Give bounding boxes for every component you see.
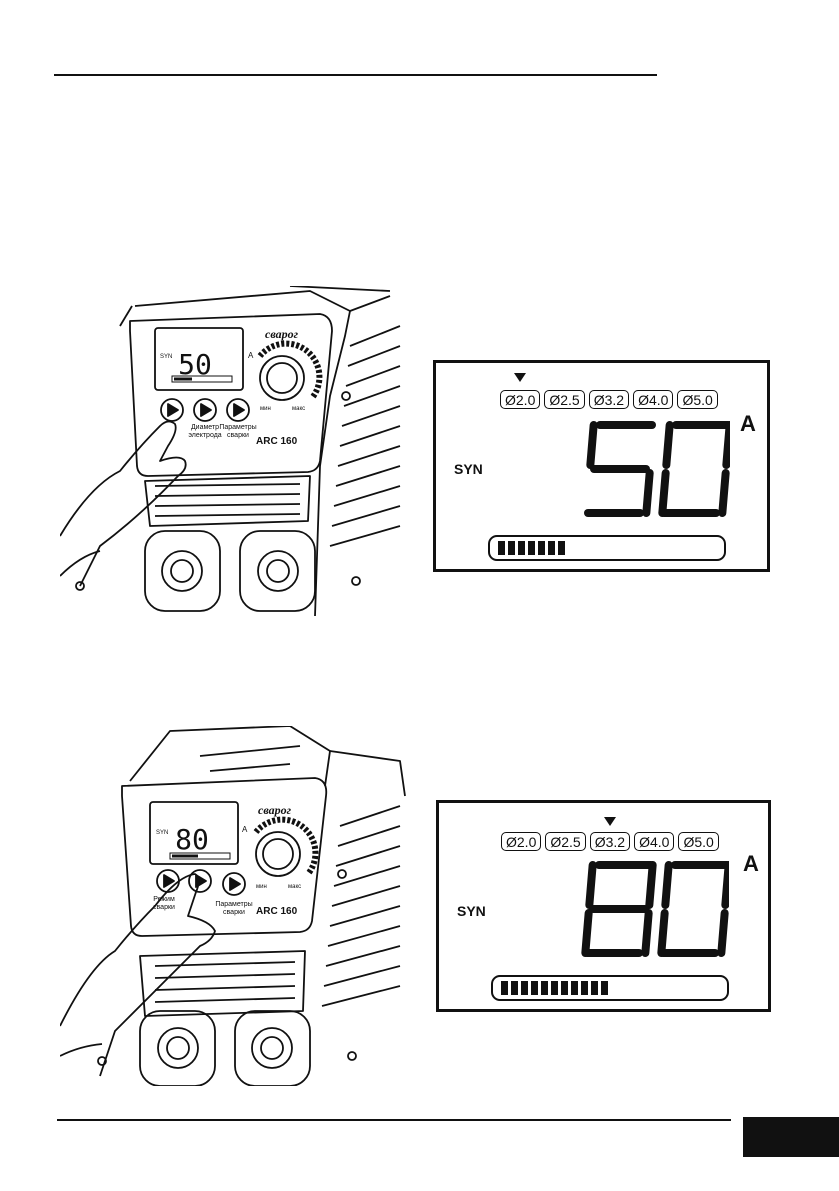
level-bar-segment [561, 981, 568, 995]
diameter-selector-marker [514, 373, 527, 382]
unit-label: A [743, 851, 759, 876]
svg-text:SYN: SYN [156, 830, 168, 836]
mini-lcd-value: 80 [175, 823, 209, 856]
svg-text:A: A [248, 351, 254, 360]
level-bar-segment [518, 541, 525, 555]
level-bar-segment [501, 981, 508, 995]
level-bar-segment [511, 981, 518, 995]
level-bar [491, 975, 729, 1001]
svg-text:мин: мин [256, 884, 267, 890]
svg-text:Параметры: Параметры [219, 424, 256, 431]
syn-label: SYN [454, 461, 483, 477]
level-bar-segment [521, 981, 528, 995]
digit-segment [662, 421, 674, 469]
diameter-option: Ø4.0 [633, 390, 674, 409]
current-value-display [584, 421, 730, 517]
welder-illustration-2: 80 A SYN сварог ARC 160 мин макс Режим с… [60, 726, 406, 1086]
diameter-option: Ø3.2 [588, 390, 630, 409]
level-bar-segment [548, 541, 555, 555]
digit-segment [658, 469, 670, 517]
level-bar-segment [591, 981, 598, 995]
unit-label: A [740, 411, 756, 436]
digit-segment [581, 909, 593, 957]
diameter-option: Ø3.2 [589, 832, 631, 851]
diameter-option: Ø4.0 [634, 832, 675, 851]
level-bar [488, 535, 726, 561]
svg-text:макс: макс [288, 884, 301, 890]
svg-text:сварки: сварки [223, 909, 245, 916]
lcd-panel-2: Ø2.0 Ø2.5 Ø3.2 Ø4.0 Ø5.0 A SYN 80 [436, 800, 771, 1012]
level-bar-segment [498, 541, 505, 555]
svg-text:электрода: электрода [188, 432, 221, 439]
level-bar-segment [551, 981, 558, 995]
digit-segment [722, 421, 730, 469]
diameter-option: Ø5.0 [677, 390, 718, 409]
level-bar-segment [571, 981, 578, 995]
svg-text:сварки: сварки [153, 904, 175, 911]
diameter-option: Ø5.0 [678, 832, 719, 851]
digit-segment [642, 469, 654, 517]
diameter-option: Ø2.5 [544, 390, 585, 409]
digit-segment [641, 909, 653, 957]
level-bar-segment [528, 541, 535, 555]
svg-text:сварог: сварог [265, 327, 299, 341]
svg-text:SYN: SYN [160, 354, 172, 360]
digit-segment [645, 861, 657, 909]
digit-segment [585, 861, 597, 909]
current-value-display [581, 861, 729, 957]
welder-illustration-1: 50 A SYN сварог ARC 160 мин макс Диаметр… [60, 286, 401, 616]
svg-text:мин: мин [260, 406, 271, 412]
header-rule [54, 74, 657, 76]
level-bar-segment [531, 981, 538, 995]
diameter-options: Ø2.0 Ø2.5 Ø3.2 Ø4.0 Ø5.0 [501, 832, 719, 851]
lcd-panel-1: Ø2.0 Ø2.5 Ø3.2 Ø4.0 Ø5.0 A SYN 50 [433, 360, 770, 572]
digit-segment [717, 909, 729, 957]
svg-text:Режим: Режим [153, 896, 175, 903]
diameter-option: Ø2.5 [545, 832, 586, 851]
svg-text:сварки: сварки [227, 432, 249, 439]
svg-text:A: A [242, 825, 248, 834]
model-label: ARC 160 [256, 436, 298, 447]
svg-text:Диаметр: Диаметр [191, 424, 219, 431]
svg-text:Параметры: Параметры [215, 901, 252, 908]
footer-rule [57, 1119, 731, 1121]
level-bar-segment [541, 981, 548, 995]
diameter-selector-marker [603, 817, 616, 826]
digit-segment [661, 861, 673, 909]
level-bar-segment [538, 541, 545, 555]
syn-label: SYN [457, 903, 486, 919]
svg-text:макс: макс [292, 406, 305, 412]
digit-segment [586, 421, 598, 469]
digit-segment [721, 861, 729, 909]
svg-text:сварог: сварог [258, 803, 292, 817]
level-bar-segment [581, 981, 588, 995]
diameter-option: Ø2.0 [500, 390, 541, 409]
model-label: ARC 160 [256, 906, 298, 917]
page-tab [743, 1117, 839, 1157]
level-bar-segment [558, 541, 565, 555]
diameter-option: Ø2.0 [501, 832, 542, 851]
digit-segment [657, 909, 669, 957]
level-bar-segment [601, 981, 608, 995]
level-bar-segment [508, 541, 515, 555]
diameter-options: Ø2.0 Ø2.5 Ø3.2 Ø4.0 Ø5.0 [500, 390, 718, 409]
digit-segment [718, 469, 730, 517]
